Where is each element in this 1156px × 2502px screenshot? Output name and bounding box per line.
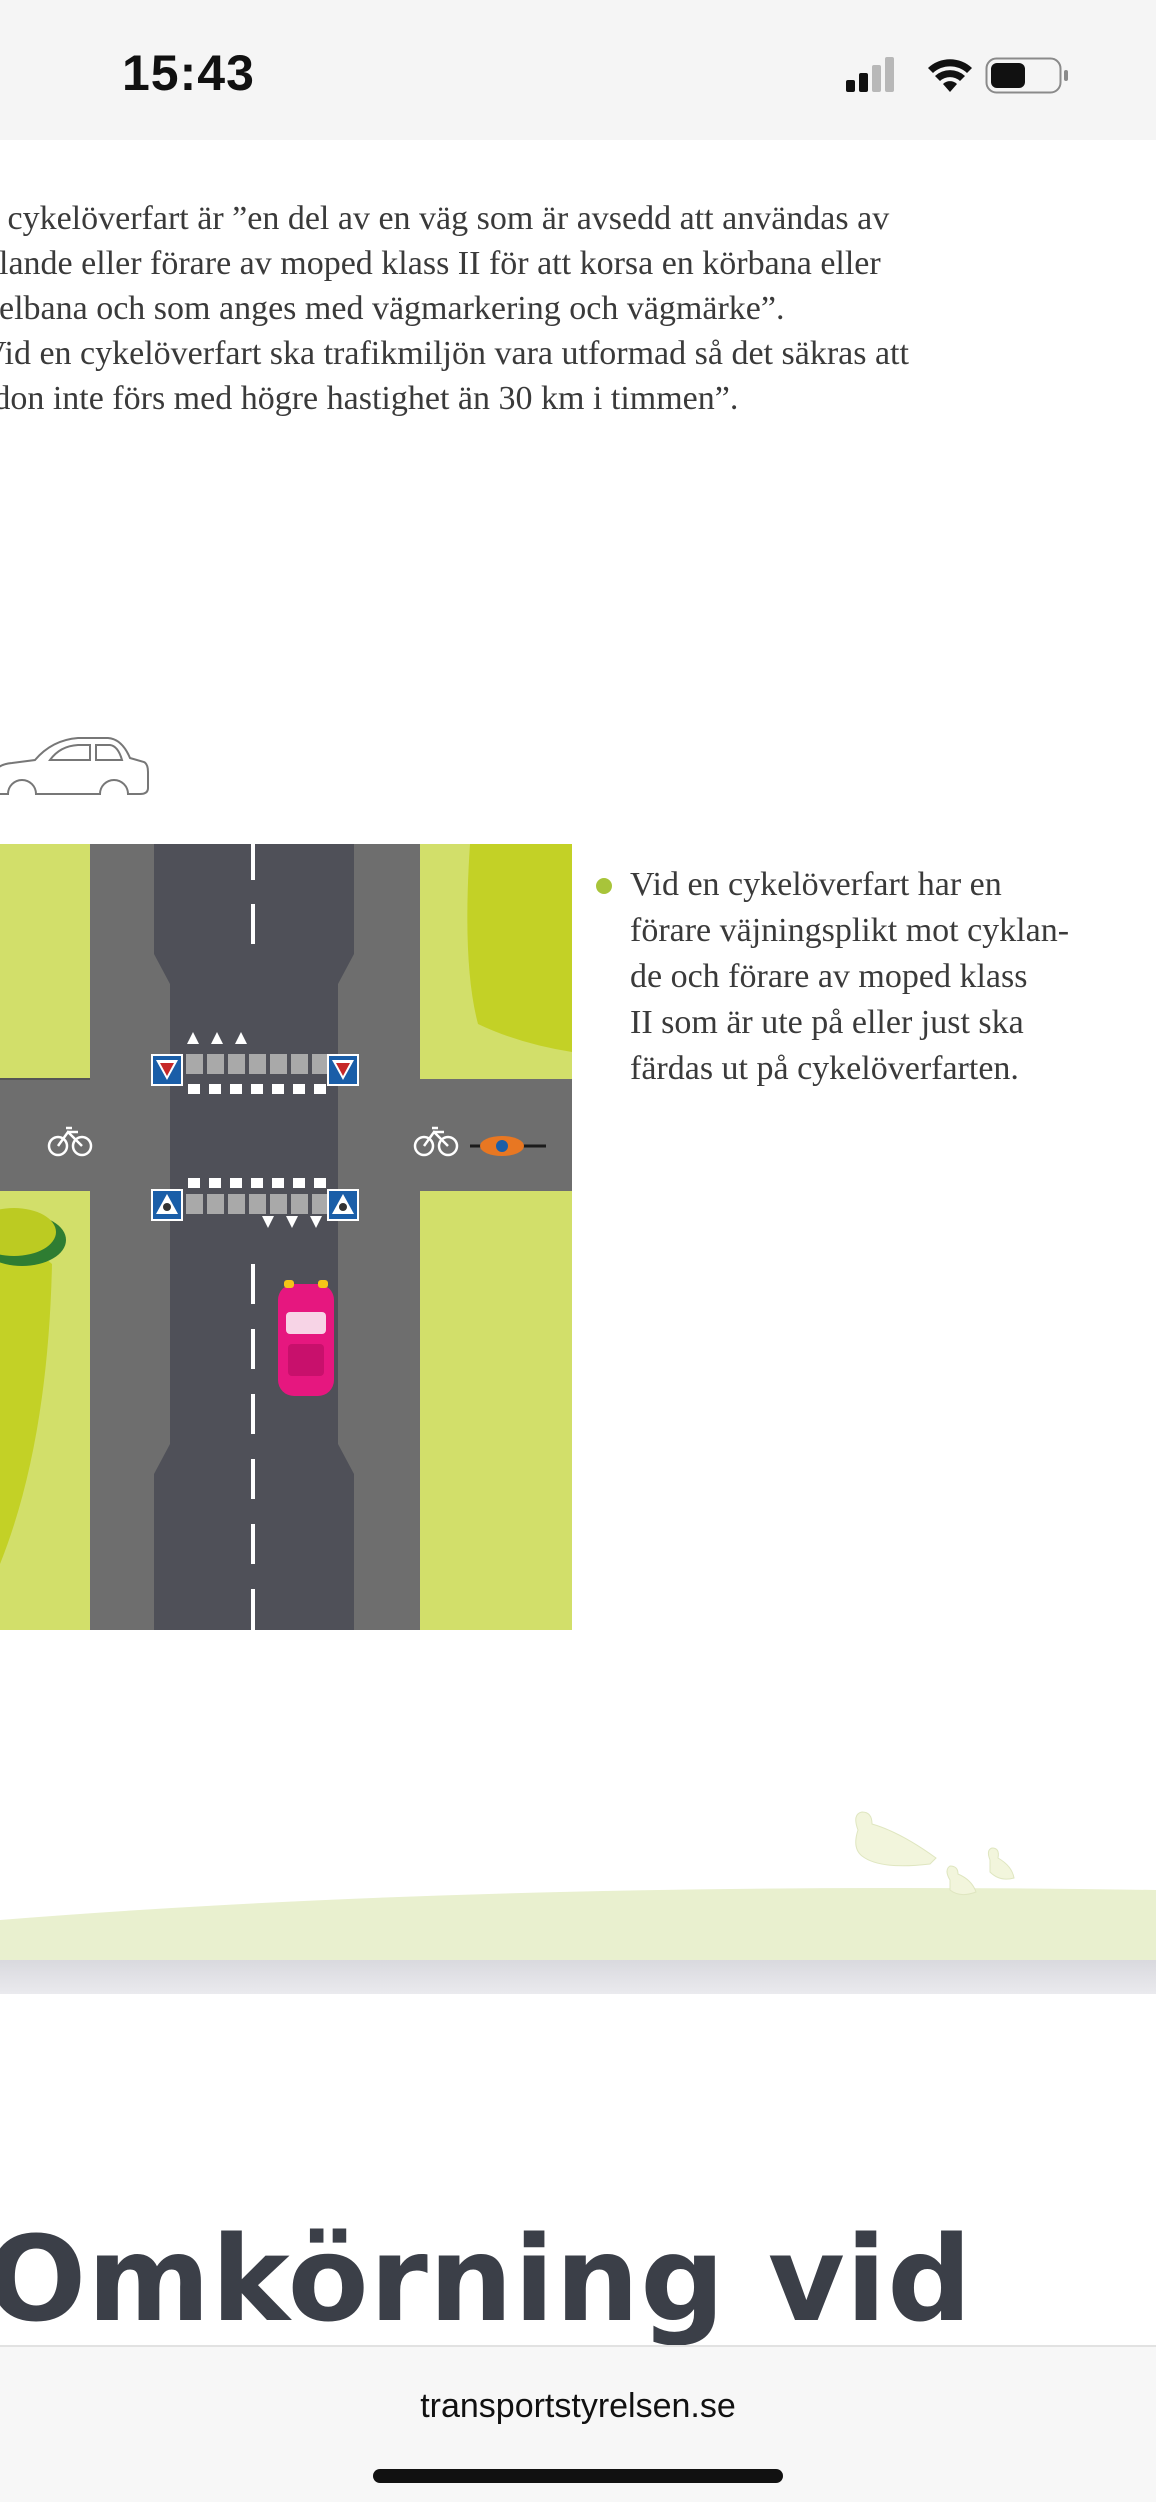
- intro-paragraph: n cykelöverfart är ”en del av en väg som…: [0, 196, 1142, 421]
- bicycle-icon: [47, 1126, 93, 1157]
- intro-line: n cykelöverfart är ”en del av en väg som…: [0, 200, 890, 237]
- bullet-line: Vid en cykelöverfart har en: [630, 866, 1002, 903]
- bullet-text: Vid en cykelöverfart har en förare väjni…: [630, 862, 1069, 1092]
- bullet-dot-icon: [596, 878, 612, 894]
- car-top-view: [278, 1280, 334, 1396]
- section-divider: [0, 1960, 1156, 1994]
- bullet-line: färdas ut på cykelöverfarten.: [630, 1050, 1019, 1087]
- crossing-sign: [151, 1054, 359, 1221]
- bullet-line: II som är ute på eller just ska: [630, 1004, 1024, 1041]
- bullet-line: förare väjningsplikt mot cyklan-: [630, 912, 1070, 949]
- browser-bottom-bar: transportstyrelsen.se: [0, 2345, 1156, 2502]
- landscape-illustration: [0, 1811, 1156, 1960]
- status-bar: 15:43: [0, 0, 1156, 140]
- status-time: 15:43: [122, 45, 255, 101]
- intro-line: klande eller förare av moped klass II fö…: [0, 245, 881, 282]
- intro-line: Vid en cykelöverfart ska trafikmiljön va…: [0, 335, 909, 372]
- page-content[interactable]: n cykelöverfart är ”en del av en väg som…: [0, 140, 1156, 2345]
- intersection-illustration: [0, 844, 572, 1630]
- next-section-heading: Omkörning vid: [0, 2210, 973, 2345]
- wifi-icon: [928, 59, 972, 92]
- bicycle-icon: [413, 1126, 459, 1157]
- home-indicator[interactable]: [373, 2469, 783, 2483]
- cyclist: [470, 1136, 546, 1156]
- signal-icon: [846, 57, 894, 92]
- bullet-line: de och förare av moped klass: [630, 958, 1028, 995]
- intro-line: kelbana och som anges med vägmarkering o…: [0, 290, 785, 327]
- car-outline-illustration: [0, 737, 149, 795]
- address-bar-url[interactable]: transportstyrelsen.se: [420, 2387, 736, 2425]
- status-icons: [846, 57, 1068, 94]
- battery-icon: [985, 57, 1068, 94]
- intro-line: rdon inte förs med högre hastighet än 30…: [0, 380, 739, 417]
- ducks: [855, 1811, 1015, 1896]
